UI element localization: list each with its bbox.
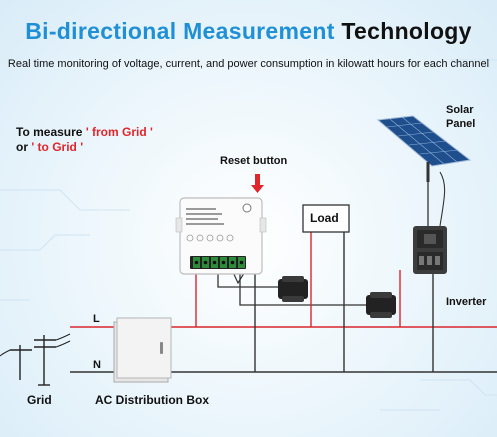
- inverter-breaker-icon: [413, 226, 447, 274]
- title-part-1: Bi-directional Measurement: [25, 18, 335, 44]
- subtitle: Real time monitoring of voltage, current…: [7, 58, 490, 70]
- inverter-label: Inverter: [446, 296, 487, 308]
- grid-pylon-icon: [0, 333, 71, 386]
- or-text: or: [16, 140, 28, 154]
- ct1-lead: [217, 270, 280, 288]
- ct-clamp-2: [366, 292, 396, 318]
- background-pattern: [0, 59, 497, 411]
- load-box: [302, 204, 350, 233]
- reset-arrow-icon: [251, 174, 264, 193]
- reset-button: [242, 203, 252, 213]
- ct2-lead-long: [239, 270, 368, 306]
- panel-cable: [439, 171, 446, 227]
- load-label: Load: [310, 211, 339, 225]
- reset-button-label: Reset button: [220, 155, 288, 167]
- measure-prefix: To measure: [16, 125, 83, 139]
- title-part-2: Technology: [341, 18, 472, 44]
- live-line-label: L: [93, 313, 100, 325]
- ac-distribution-box: [113, 317, 172, 383]
- measure-note: To measure ' from Grid ' or ' to Grid ': [16, 125, 153, 155]
- to-grid-text: ' to Grid ': [31, 140, 84, 154]
- grid-label: Grid: [27, 393, 52, 407]
- solar-panel-icon: [376, 115, 472, 182]
- ac-distribution-box-label: AC Distribution Box: [95, 393, 209, 407]
- solar-panel-label: Solar Panel: [446, 104, 476, 130]
- from-grid-text: ' from Grid ': [85, 125, 153, 139]
- ct-clamp-1: [278, 276, 308, 302]
- page-title: Bi-directional Measurement Technology: [0, 18, 497, 45]
- smart-meter-device: [175, 197, 267, 275]
- neutral-line-label: N: [93, 359, 101, 371]
